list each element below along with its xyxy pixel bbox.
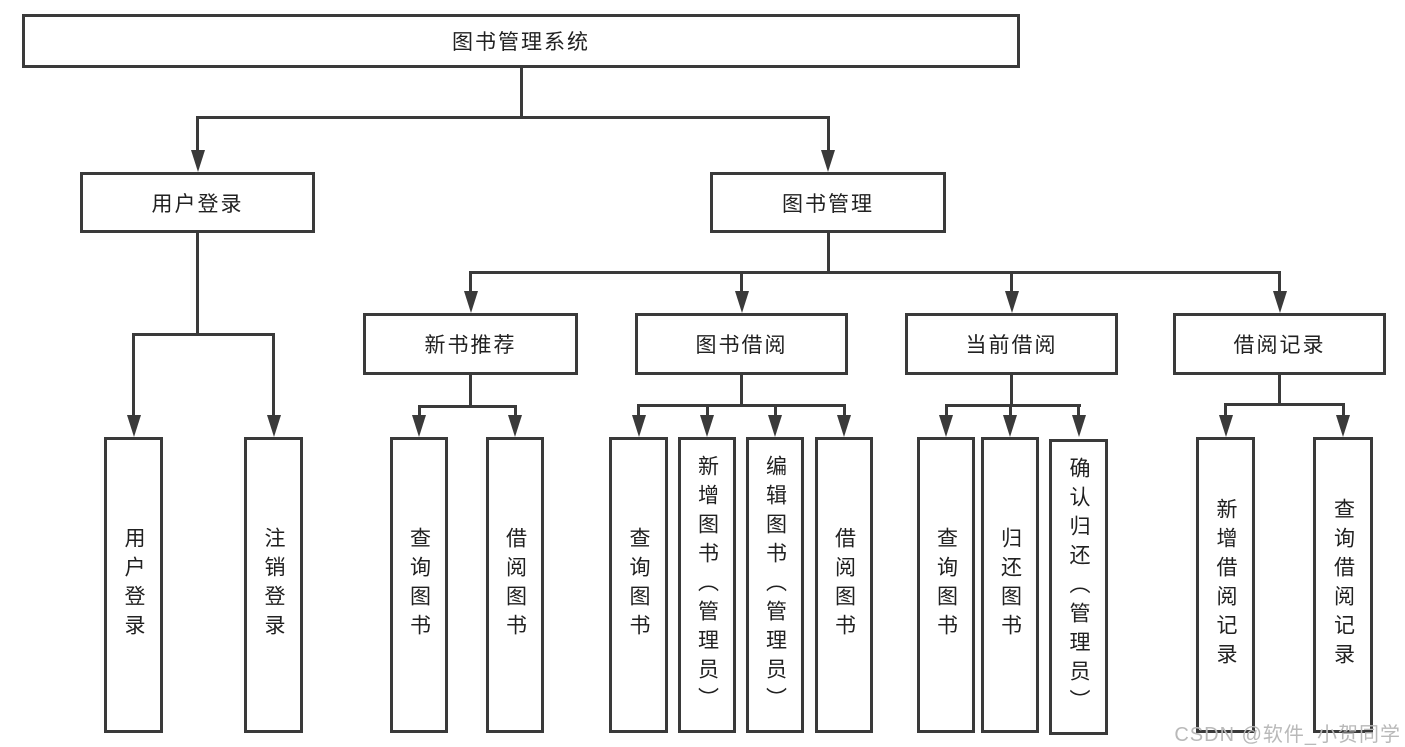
connector-book-borrow-crossbar <box>637 404 846 407</box>
connector-user-login-crossbar <box>132 333 275 336</box>
connector-new-books-crossbar <box>417 405 517 408</box>
leaf-currentborrow-query: 查询图书 <box>917 437 975 733</box>
node-borrow-records-label: 借阅记录 <box>1233 334 1326 357</box>
leaf-currentborrow-confirm-admin: 确认归还（管理员） <box>1049 439 1108 735</box>
leaf-bookborrow-add-admin: 新增图书（管理员） <box>678 437 736 733</box>
leaf-currentborrow-confirm-admin-label: 确认归还（管理员） <box>1067 456 1090 718</box>
leaf-bookborrow-edit-admin: 编辑图书（管理员） <box>746 437 804 733</box>
node-user-login-label: 用户登录 <box>151 192 244 216</box>
connector-user-login-stem <box>196 233 199 335</box>
arrowhead-to-book-mgmt <box>821 150 835 172</box>
connector-root-stem <box>519 68 523 118</box>
arrowhead-to-br-add <box>1218 415 1233 437</box>
connector-to-cb-return-stem <box>1008 404 1012 415</box>
csdn-watermark: CSDN @软件_小贺同学 <box>1174 724 1401 746</box>
node-borrow-records: 借阅记录 <box>1173 313 1386 375</box>
arrowhead-to-cb-return <box>1003 415 1017 437</box>
leaf-bookborrow-edit-admin-label: 编辑图书（管理员） <box>763 454 787 716</box>
connector-current-borrow-crossbar <box>944 404 1081 407</box>
leaf-user-login-label: 用户登录 <box>122 527 145 643</box>
leaf-records-add-label: 新增借阅记录 <box>1214 498 1237 672</box>
connector-to-nb-borrow-stem <box>513 405 517 415</box>
arrowhead-to-borrow-records <box>1272 291 1287 313</box>
arrowhead-to-nb-borrow <box>508 415 522 437</box>
connector-to-leaf-login-stem <box>132 333 135 415</box>
arrowhead-to-bb-add <box>700 415 714 437</box>
arrowhead-to-bb-borrow <box>837 415 851 437</box>
leaf-logout-label: 注销登录 <box>262 527 285 643</box>
arrowhead-to-current-borrow <box>1004 291 1019 313</box>
leaf-currentborrow-query-label: 查询图书 <box>934 527 958 643</box>
leaf-logout: 注销登录 <box>244 437 303 733</box>
leaf-bookborrow-query: 查询图书 <box>609 437 668 733</box>
leaf-bookborrow-borrow-label: 借阅图书 <box>832 527 856 643</box>
node-book-borrow: 图书借阅 <box>635 313 848 375</box>
leaf-records-query-label: 查询借阅记录 <box>1331 498 1355 672</box>
connector-borrow-records-stem <box>1278 375 1281 405</box>
node-new-books-label: 新书推荐 <box>424 334 517 357</box>
arrowhead-to-user-login <box>190 150 205 172</box>
connector-book-mgmt-crossbar <box>469 271 1280 274</box>
node-book-borrow-label: 图书借阅 <box>695 334 788 357</box>
node-new-books: 新书推荐 <box>363 313 578 375</box>
connector-to-bb-borrow-stem <box>842 404 846 415</box>
connector-to-cb-confirm-stem <box>1077 404 1080 415</box>
leaf-bookborrow-add-admin-label: 新增图书（管理员） <box>695 454 719 716</box>
leaf-records-add: 新增借阅记录 <box>1196 437 1255 733</box>
node-system-root: 图书管理系统 <box>22 14 1020 68</box>
arrowhead-to-cb-confirm <box>1071 415 1086 437</box>
connector-to-bb-query-stem <box>637 404 640 415</box>
node-current-borrow: 当前借阅 <box>905 313 1118 375</box>
connector-to-leaf-logout-stem <box>272 333 275 415</box>
connector-root-crossbar <box>196 116 830 119</box>
connector-to-current-borrow-stem <box>1010 271 1013 291</box>
leaf-currentborrow-return-label: 归还图书 <box>998 527 1022 643</box>
connector-book-borrow-stem <box>740 375 743 406</box>
node-book-mgmt: 图书管理 <box>710 172 946 233</box>
arrowhead-to-leaf-login <box>126 415 141 437</box>
connector-to-bb-edit-stem <box>773 404 777 415</box>
connector-to-borrow-records-stem <box>1278 271 1281 291</box>
arrowhead-to-nb-query <box>412 415 426 437</box>
connector-to-br-query-stem <box>1341 403 1345 415</box>
leaf-bookborrow-query-label: 查询图书 <box>627 527 650 643</box>
arrowhead-to-bb-edit <box>768 415 782 437</box>
leaf-user-login: 用户登录 <box>104 437 163 733</box>
connector-to-nb-query-stem <box>417 405 421 415</box>
connector-to-book-mgmt-stem <box>826 116 830 150</box>
node-book-mgmt-label: 图书管理 <box>782 192 874 216</box>
connector-borrow-records-crossbar <box>1224 403 1345 406</box>
arrowhead-to-cb-query <box>939 415 953 437</box>
leaf-newbooks-borrow: 借阅图书 <box>486 437 544 733</box>
connector-to-book-borrow-stem <box>740 271 743 291</box>
connector-to-new-books-stem <box>469 271 472 291</box>
arrowhead-to-book-borrow <box>734 291 749 313</box>
arrowhead-to-leaf-logout <box>266 415 281 437</box>
leaf-currentborrow-return: 归还图书 <box>981 437 1039 733</box>
arrowhead-to-new-books <box>463 291 478 313</box>
connector-to-bb-add-stem <box>705 404 709 415</box>
node-system-root-label: 图书管理系统 <box>452 31 590 54</box>
node-user-login: 用户登录 <box>80 172 315 233</box>
arrowhead-to-br-query <box>1336 415 1350 437</box>
leaf-newbooks-borrow-label: 借阅图书 <box>503 527 527 643</box>
node-current-borrow-label: 当前借阅 <box>965 334 1058 357</box>
connector-to-br-add-stem <box>1224 403 1227 415</box>
leaf-newbooks-query: 查询图书 <box>390 437 448 733</box>
connector-to-user-login-stem <box>196 116 199 150</box>
connector-current-borrow-stem <box>1010 375 1013 406</box>
connector-to-cb-query-stem <box>944 404 948 415</box>
leaf-bookborrow-borrow: 借阅图书 <box>815 437 873 733</box>
arrowhead-to-bb-query <box>631 415 646 437</box>
leaf-records-query: 查询借阅记录 <box>1313 437 1373 733</box>
leaf-newbooks-query-label: 查询图书 <box>407 527 431 643</box>
connector-book-mgmt-stem <box>826 233 830 273</box>
connector-new-books-stem <box>469 375 472 407</box>
